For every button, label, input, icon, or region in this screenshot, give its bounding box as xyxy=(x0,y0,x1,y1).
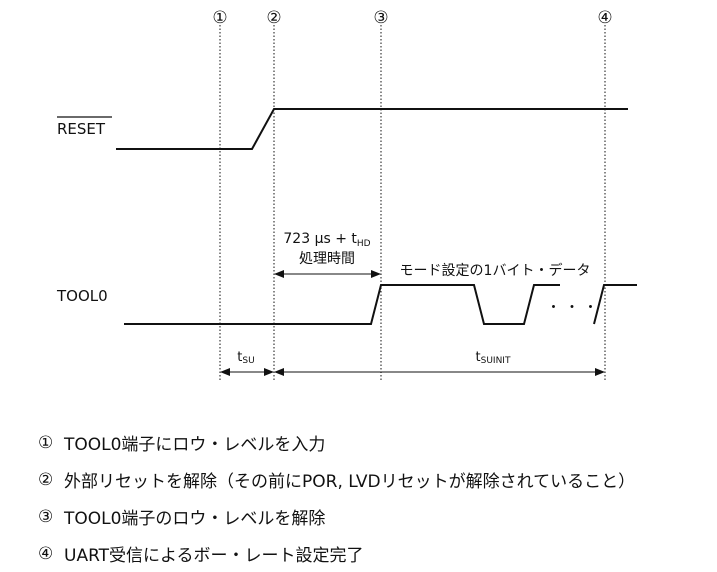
legend-text: TOOL0端子のロウ・レベルを解除 xyxy=(64,509,326,529)
reference-lines xyxy=(219,25,606,382)
tool0-waveform-main xyxy=(124,284,560,325)
tool0-ellipsis: ・ ・ ・ xyxy=(547,300,598,316)
hold-time-label: 723 μs + tHD xyxy=(283,231,370,249)
processing-time-label: 処理時間 xyxy=(299,251,355,267)
tsuinit-main: t xyxy=(476,350,481,365)
tsu-sub: SU xyxy=(242,356,254,366)
marker-2: ② xyxy=(266,8,281,28)
hold-time-main: 723 μs + t xyxy=(283,231,357,247)
timing-diagram: ① ② ③ ④ RESET TOOL0 ・ ・ ・ 723 μs + tHD 処… xyxy=(56,8,637,382)
tsuinit-sub: SUINIT xyxy=(481,356,511,366)
marker-4: ④ xyxy=(597,8,612,28)
marker-3: ③ xyxy=(373,8,388,28)
reset-label: RESET xyxy=(57,120,106,138)
tsu-label: tSU xyxy=(237,350,254,366)
legend-item-3: ③ TOOL0端子のロウ・レベルを解除 xyxy=(38,498,708,535)
legend-text: 外部リセットを解除（その前にPOR, LVDリセットが解除されていること） xyxy=(64,472,636,492)
legend-text: TOOL0端子にロウ・レベルを入力 xyxy=(64,435,326,455)
tool0-label: TOOL0 xyxy=(56,287,108,305)
tsu-main: t xyxy=(237,350,242,365)
legend-number: ③ xyxy=(38,506,54,527)
tool0-waveform-end xyxy=(593,284,637,325)
legend-list: ① TOOL0端子にロウ・レベルを入力 ② 外部リセットを解除（その前にPOR,… xyxy=(38,424,708,572)
legend-text: UART受信によるボー・レート設定完了 xyxy=(64,546,364,566)
hold-time-sub: HD xyxy=(357,239,371,249)
reset-waveform xyxy=(116,108,628,150)
legend-item-2: ② 外部リセットを解除（その前にPOR, LVDリセットが解除されていること） xyxy=(38,461,708,498)
tsuinit-label: tSUINIT xyxy=(476,350,511,366)
legend-number: ① xyxy=(38,432,54,453)
legend-number: ④ xyxy=(38,543,54,564)
mode-setting-label: モード設定の1バイト・データ xyxy=(400,262,591,279)
marker-1: ① xyxy=(212,8,227,28)
legend-item-4: ④ UART受信によるボー・レート設定完了 xyxy=(38,535,708,572)
legend-item-1: ① TOOL0端子にロウ・レベルを入力 xyxy=(38,424,708,461)
legend-number: ② xyxy=(38,469,54,490)
